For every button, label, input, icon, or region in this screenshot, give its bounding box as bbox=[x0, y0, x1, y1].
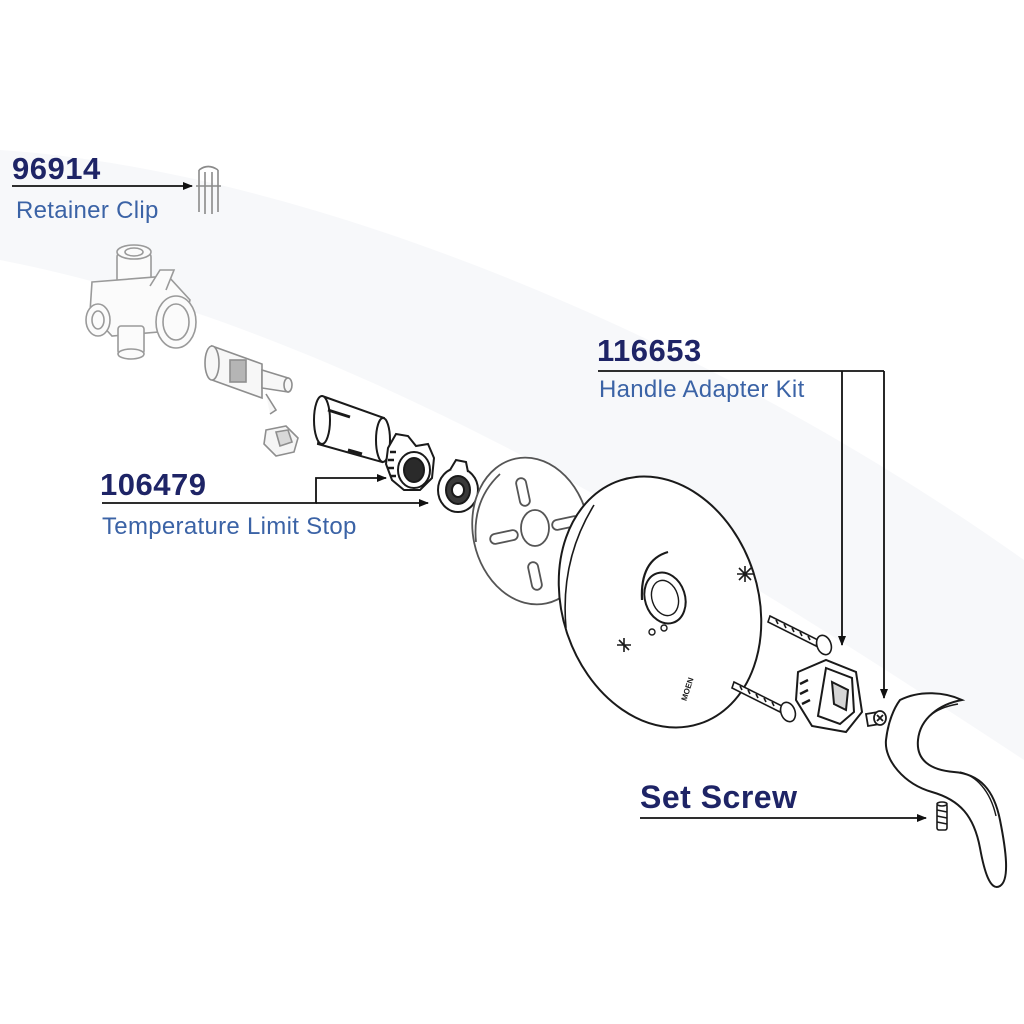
handle-adapter-icon bbox=[794, 658, 864, 734]
set-screw-label: Set Screw bbox=[640, 779, 798, 815]
mounting-screw-icon bbox=[731, 614, 833, 723]
escutcheon-icon: MOEN bbox=[557, 475, 763, 729]
set-screw-icon bbox=[936, 801, 948, 831]
retainer-clip-name: Retainer Clip bbox=[16, 197, 159, 224]
background-sweep bbox=[0, 150, 1024, 760]
limit-stop-knob-icon bbox=[437, 458, 479, 513]
retainer-clip-icon bbox=[196, 165, 221, 214]
lever-handle-icon bbox=[884, 692, 1008, 888]
limit-stop-part-number: 106479 bbox=[100, 467, 207, 502]
hot-cold-indicator-icon bbox=[617, 566, 753, 652]
valve-body-icon bbox=[85, 244, 197, 360]
cartridge-icon bbox=[204, 344, 293, 415]
stem-adapter-icon bbox=[263, 425, 299, 457]
limit-stop-name: Temperature Limit Stop bbox=[102, 513, 357, 540]
retainer-clip-part-number: 96914 bbox=[12, 151, 101, 186]
limit-stop-leader-ring bbox=[102, 474, 387, 504]
limit-stop-ring-icon bbox=[384, 432, 436, 491]
leader-lines bbox=[12, 182, 927, 822]
handle-screw-icon bbox=[864, 710, 887, 728]
sleeve-icon bbox=[313, 395, 391, 464]
handle-adapter-part-number: 116653 bbox=[597, 333, 702, 368]
handle-adapter-name: Handle Adapter Kit bbox=[599, 376, 805, 403]
